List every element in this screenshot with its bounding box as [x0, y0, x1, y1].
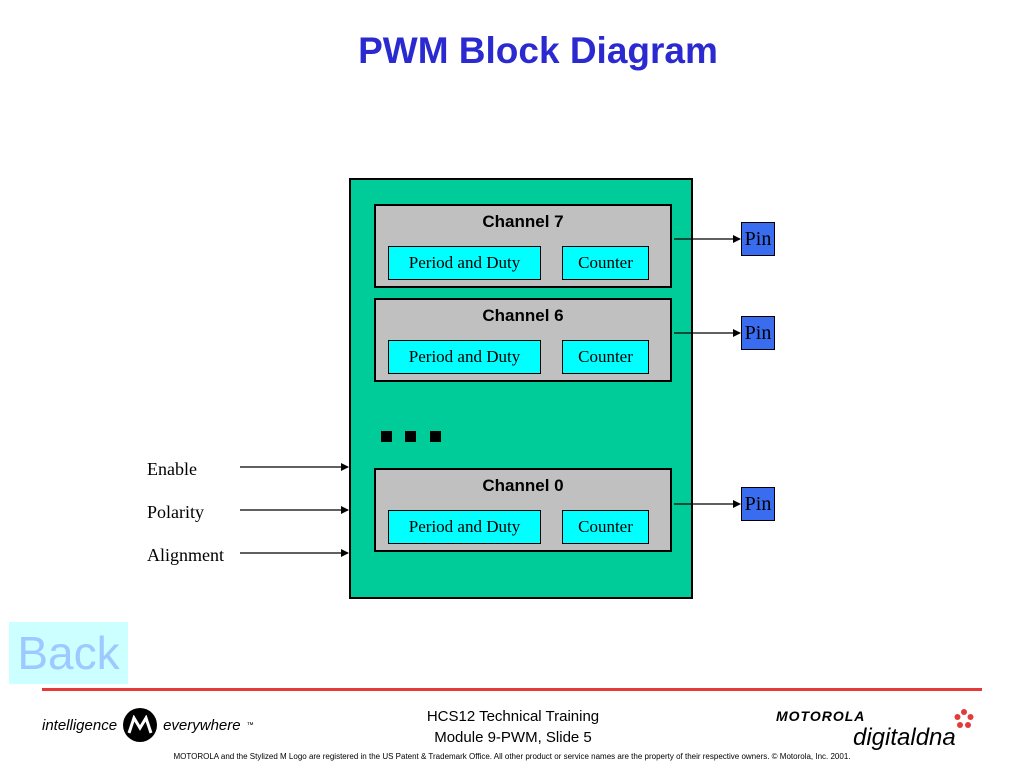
- motorola-wordmark: MOTOROLA: [776, 708, 866, 724]
- ellipsis-dot: [405, 431, 416, 442]
- pin-box-channel-6: Pin: [741, 316, 775, 350]
- channel-0-box: Channel 0 Period and Duty Counter: [374, 468, 672, 552]
- period-duty-box: Period and Duty: [388, 340, 541, 374]
- legal-notice: MOTOROLA and the Stylized M Logo are reg…: [173, 752, 851, 761]
- footer-divider: [42, 688, 982, 691]
- channel-label: Channel 0: [482, 476, 564, 495]
- brand-left-word-1: intelligence: [42, 716, 118, 734]
- polarity-label: Polarity: [147, 502, 204, 522]
- ellipsis-dot: [381, 431, 392, 442]
- footer-slide-info: HCS12 Technical Training Module 9-PWM, S…: [400, 706, 626, 748]
- digitaldna-flower-icon: [954, 709, 974, 728]
- page-title: PWM Block Diagram: [358, 30, 718, 71]
- footer-course-title: HCS12 Technical Training: [426, 708, 600, 725]
- enable-label: Enable: [147, 459, 197, 479]
- motorola-m-logo-icon: [123, 708, 158, 742]
- channel-7-box: Channel 7 Period and Duty Counter: [374, 204, 672, 288]
- digitaldna-wordmark: digitaldna: [853, 724, 956, 751]
- channel-6-box: Channel 6 Period and Duty Counter: [374, 298, 672, 382]
- channel-label: Channel 7: [482, 212, 564, 231]
- alignment-label: Alignment: [147, 545, 224, 565]
- intelligence-everywhere-logo: intelligence everywhere ™: [42, 706, 254, 744]
- ellipsis-dot: [430, 431, 441, 442]
- channel-label: Channel 6: [482, 306, 564, 325]
- counter-box: Counter: [562, 510, 649, 544]
- counter-box: Counter: [562, 246, 649, 280]
- pin-box-channel-0: Pin: [741, 487, 775, 521]
- back-button[interactable]: Back: [9, 622, 128, 684]
- brand-left-word-2: everywhere: [163, 716, 241, 734]
- counter-box: Counter: [562, 340, 649, 374]
- pin-box-channel-7: Pin: [741, 222, 775, 256]
- period-duty-box: Period and Duty: [388, 246, 541, 280]
- period-duty-box: Period and Duty: [388, 510, 541, 544]
- trademark-mark: ™: [246, 721, 254, 729]
- footer-slide-number: Module 9-PWM, Slide 5: [434, 729, 592, 746]
